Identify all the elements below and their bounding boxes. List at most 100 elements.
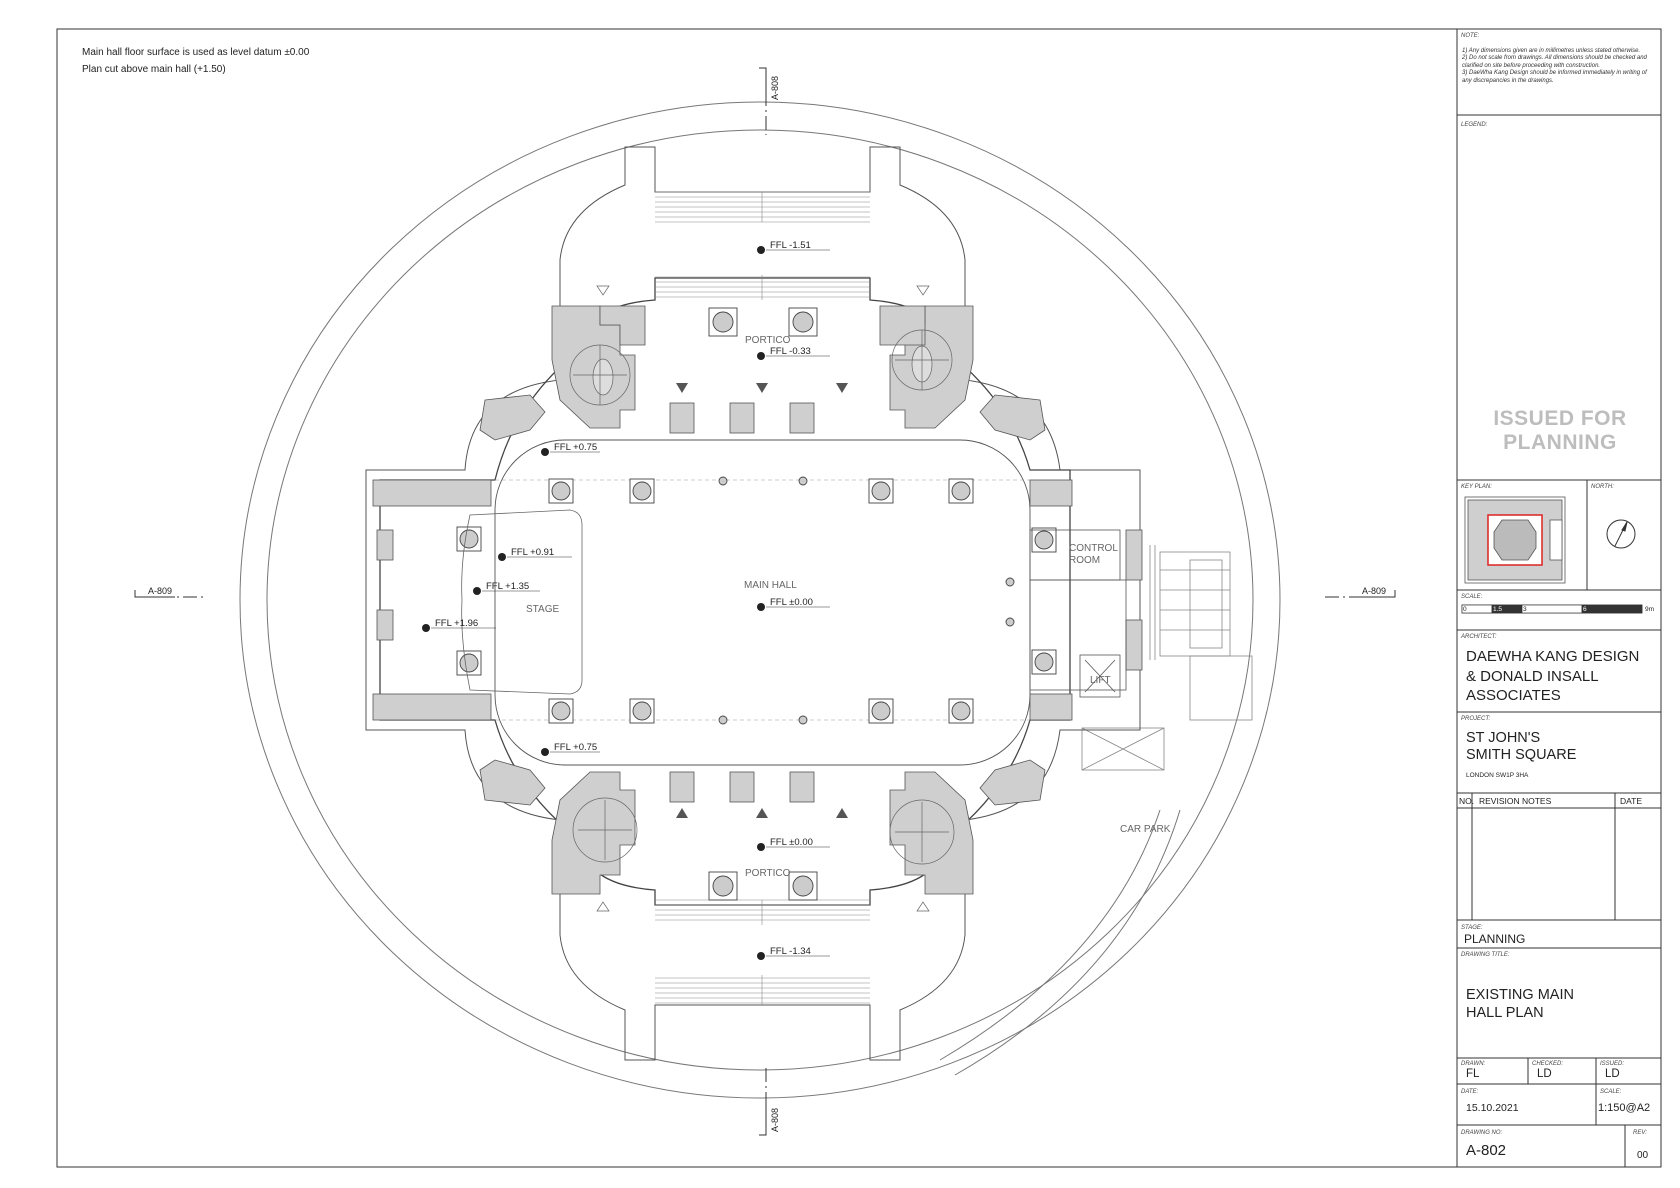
project-name: ST JOHN'S SMITH SQUARE <box>1466 730 1577 763</box>
label-car-park: CAR PARK <box>1120 824 1171 835</box>
label-stage: STAGE <box>526 604 559 615</box>
svg-text:3: 3 <box>1523 606 1527 613</box>
outer-plinth <box>365 146 1141 1061</box>
level-markers: FFL -1.51 FFL -0.33 FFL +0.75 FFL +0.91 … <box>422 240 830 960</box>
stage-outline <box>461 509 583 695</box>
arrow-markers <box>676 383 848 818</box>
label-portico-north: PORTICO <box>745 335 791 346</box>
svg-text:FFL +0.75: FFL +0.75 <box>554 742 597 753</box>
note-list: 1) Any dimensions given are in millimetr… <box>1462 48 1658 85</box>
section-labels: A-808 A-808 A-809 A-809 <box>148 76 1386 1132</box>
watermark-line-2: PLANNING <box>1503 431 1617 454</box>
drawing-no-value: A-802 <box>1466 1142 1507 1159</box>
level-south-portico: FFL ±0.00 <box>757 837 830 851</box>
north-label: NORTH: <box>1591 484 1614 490</box>
south-steps <box>655 899 870 1005</box>
issued-value: LD <box>1605 1068 1620 1080</box>
date-label: DATE: <box>1461 1089 1479 1095</box>
project-label: PROJECT: <box>1461 716 1491 722</box>
level-north-portico: FFL -0.33 <box>757 346 830 360</box>
scale-bar <box>1461 604 1643 614</box>
drawing-title: EXISTING MAIN HALL PLAN <box>1466 987 1574 1021</box>
svg-text:1.5: 1.5 <box>1493 606 1502 613</box>
svg-text:FFL ±0.00: FFL ±0.00 <box>770 837 813 848</box>
level-north-steps: FFL -1.51 <box>757 240 830 254</box>
site-boundary <box>239 101 1281 1099</box>
stage-label: STAGE: <box>1461 925 1483 931</box>
scale-label: SCALE: <box>1461 594 1483 600</box>
architect-label: ARCHITECT: <box>1461 634 1497 640</box>
section-label-top: A-808 <box>770 76 780 100</box>
svg-text:0: 0 <box>1463 606 1467 613</box>
sheet-border <box>56 28 1662 1168</box>
watermark-line-1: ISSUED FOR <box>1493 407 1627 430</box>
label-control: CONTROL <box>1069 543 1118 554</box>
stage-value: PLANNING <box>1464 932 1526 946</box>
svg-text:FFL +1.35: FFL +1.35 <box>486 581 529 592</box>
legend-label: LEGEND: <box>1461 122 1488 128</box>
note-1: 1) Any dimensions given are in millimetr… <box>1462 48 1641 54</box>
level-main-hall: FFL ±0.00 <box>757 597 830 611</box>
drawn-value: FL <box>1466 1068 1480 1080</box>
checked-label: CHECKED: <box>1532 1061 1564 1067</box>
spiral-stairs <box>569 329 955 865</box>
north-arrow-icon <box>1606 519 1636 549</box>
level-nw-corner: FFL +0.75 <box>541 442 600 456</box>
label-room: ROOM <box>1069 555 1100 566</box>
car-park-ramp <box>1081 545 1253 771</box>
note-label: NOTE: <box>1461 33 1480 39</box>
svg-text:FFL -1.51: FFL -1.51 <box>770 240 811 251</box>
title-block-lines <box>1456 29 1661 1167</box>
revision-no-header: NO. <box>1459 796 1475 806</box>
key-plan <box>1464 496 1566 584</box>
label-lift: LIFT <box>1090 675 1111 686</box>
rev-label: REV: <box>1633 1130 1647 1136</box>
level-south-steps: FFL -1.34 <box>757 946 830 960</box>
plan-cut-note: Plan cut above main hall (+1.50) <box>82 64 226 75</box>
section-lines <box>134 67 1396 1136</box>
svg-text:FFL +1.96: FFL +1.96 <box>435 618 478 629</box>
issued-label: ISSUED: <box>1600 1061 1625 1067</box>
scale-ticks: 0 1.5 3 6 9m <box>1463 606 1654 613</box>
label-main-hall: MAIN HALL <box>744 580 797 591</box>
hall-columns <box>456 476 1057 725</box>
svg-text:FFL +0.91: FFL +0.91 <box>511 547 554 558</box>
scale-value: 1:150@A2 <box>1598 1102 1651 1114</box>
revision-date-header: DATE <box>1620 796 1643 806</box>
project-address: LONDON SW1P 3HA <box>1466 772 1529 779</box>
svg-text:FFL -0.33: FFL -0.33 <box>770 346 811 357</box>
svg-text:FFL +0.75: FFL +0.75 <box>554 442 597 453</box>
room-labels: PORTICO PORTICO MAIN HALL STAGE CONTROL … <box>526 335 1171 879</box>
svg-text:6: 6 <box>1583 606 1587 613</box>
architect-name: DAEWHA KANG DESIGN & DONALD INSALL ASSOC… <box>1466 648 1640 704</box>
section-label-left: A-809 <box>148 586 172 596</box>
issued-watermark: ISSUED FOR PLANNING <box>1460 407 1660 455</box>
level-sw-corner: FFL +0.75 <box>541 742 600 756</box>
level-stage-lower: FFL +1.96 <box>422 618 496 632</box>
section-label-right: A-809 <box>1362 586 1386 596</box>
drawing-title-label: DRAWING TITLE: <box>1461 952 1510 958</box>
note-2: 2) Do not scale from drawings. All dimen… <box>1462 55 1647 69</box>
drawing-no-label: DRAWING NO: <box>1461 1130 1503 1136</box>
svg-text:9m: 9m <box>1645 606 1654 613</box>
section-label-bottom: A-808 <box>770 1108 780 1132</box>
portico-columns <box>708 307 818 901</box>
level-stage-upper: FFL +0.91 <box>498 547 572 561</box>
rev-value: 00 <box>1637 1150 1649 1161</box>
svg-text:FFL -1.34: FFL -1.34 <box>770 946 811 957</box>
scale-value-label: SCALE: <box>1600 1089 1622 1095</box>
date-value: 15.10.2021 <box>1466 1102 1519 1114</box>
north-steps <box>655 191 870 300</box>
note-3: 3) DaeWha Kang Design should be informed… <box>1462 70 1647 84</box>
control-room <box>1029 529 1127 698</box>
masonry-piers <box>372 305 1143 895</box>
revision-notes-header: REVISION NOTES <box>1479 796 1552 806</box>
checked-value: LD <box>1537 1068 1552 1080</box>
drawn-label: DRAWN: <box>1461 1061 1486 1067</box>
datum-note: Main hall floor surface is used as level… <box>82 47 310 58</box>
key-plan-label: KEY PLAN: <box>1461 484 1492 490</box>
level-stage-mid: FFL +1.35 <box>473 581 540 595</box>
label-portico-south: PORTICO <box>745 868 791 879</box>
